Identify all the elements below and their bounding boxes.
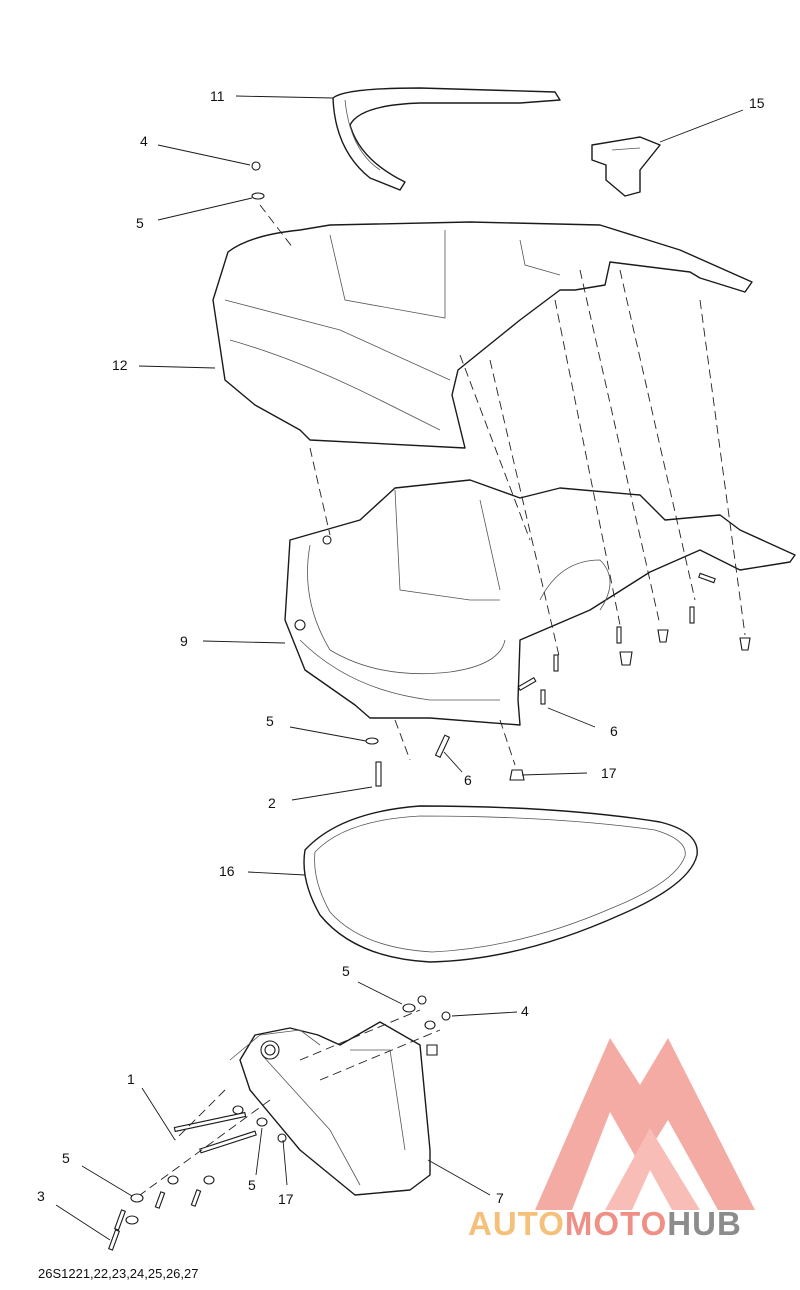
callout-5-low: 5 xyxy=(342,963,350,979)
part-15-clip xyxy=(591,136,661,197)
callout-6-mid: 6 xyxy=(464,772,472,788)
callout-11: 11 xyxy=(210,88,225,104)
watermark-logo-icon xyxy=(535,1038,755,1210)
callout-5-bottom: 5 xyxy=(248,1177,256,1193)
callout-12: 12 xyxy=(112,357,128,373)
callout-6-right: 6 xyxy=(610,723,618,739)
hardware-fasteners xyxy=(107,161,751,1251)
callout-4-low: 4 xyxy=(521,1003,529,1019)
callout-5-top: 5 xyxy=(136,215,144,231)
callout-4-top: 4 xyxy=(140,133,148,149)
callout-2: 2 xyxy=(268,795,276,811)
part-12-upper-cover xyxy=(212,221,753,449)
watermark-word-moto: MOTO xyxy=(564,1205,668,1242)
callout-7: 7 xyxy=(496,1190,504,1206)
part-7-lower-bracket xyxy=(229,1021,431,1196)
part-11-trim-strip xyxy=(332,87,561,191)
callout-16: 16 xyxy=(219,863,235,879)
watermark-word-hub: HUB xyxy=(667,1205,742,1242)
callout-17-bottom: 17 xyxy=(278,1191,294,1207)
watermark-wordmark: AUTOMOTOHUB xyxy=(468,1205,742,1243)
callout-labels: 11 15 4 5 12 9 6 5 6 17 2 16 5 4 1 5 3 5… xyxy=(37,88,765,1207)
callout-3: 3 xyxy=(37,1188,45,1204)
callout-17-mid: 17 xyxy=(601,765,617,781)
callout-5-left: 5 xyxy=(62,1150,70,1166)
leader-lines xyxy=(55,95,744,1241)
callout-1: 1 xyxy=(127,1071,135,1087)
callout-9: 9 xyxy=(180,633,188,649)
callout-15: 15 xyxy=(749,95,765,111)
diagram-reference-code: 26S1221,22,23,24,25,26,27 xyxy=(38,1266,199,1281)
alignment-dashed-lines xyxy=(139,204,746,1196)
callout-5-mid: 5 xyxy=(266,713,274,729)
part-9-main-housing xyxy=(284,479,796,726)
part-16-gasket-ring xyxy=(303,805,698,963)
watermark-word-auto: AUTO xyxy=(468,1205,565,1242)
